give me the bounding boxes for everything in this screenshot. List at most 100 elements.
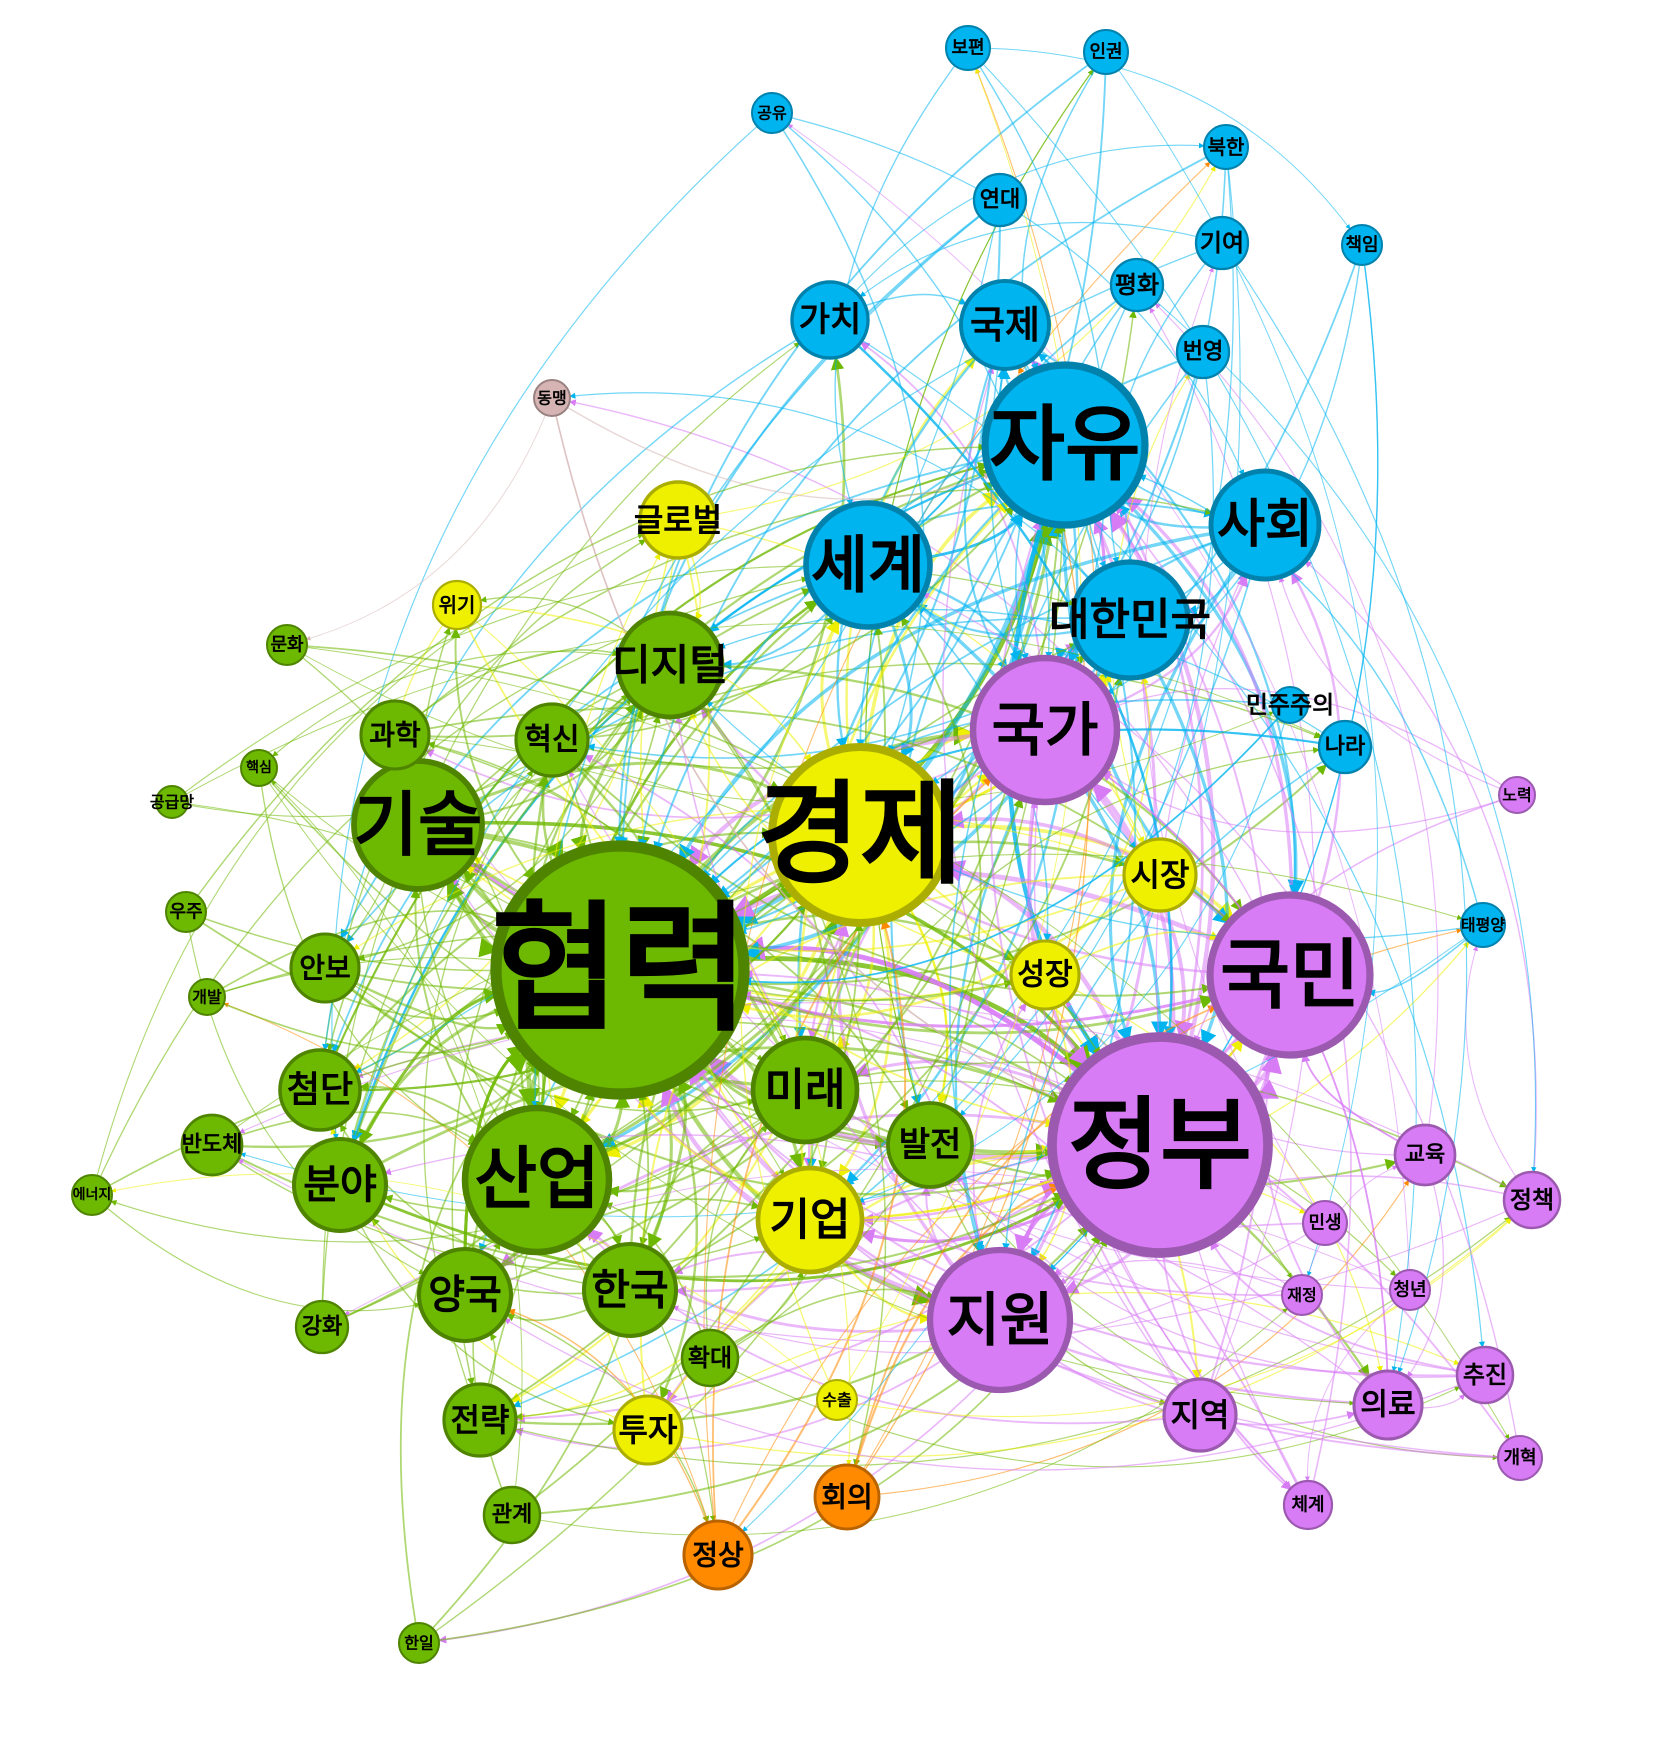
node-gyoyuk: 교육 <box>1393 1123 1457 1187</box>
edge-gwangye-haeksim <box>271 780 523 1516</box>
node-circle-mirae <box>750 1035 860 1145</box>
node-chaegim: 책임 <box>1341 224 1383 266</box>
edge-gaebal-hyeomnyeok <box>206 996 514 1054</box>
node-chegye: 체계 <box>1282 1479 1334 1531</box>
node-circle-bopyeon <box>945 25 991 71</box>
node-circle-gongyu <box>751 92 793 134</box>
edge-dongmaeng-munhwa <box>305 397 553 641</box>
edge-bandoche-sanup <box>211 1111 478 1146</box>
edge-nara-dijiteol <box>718 608 1346 748</box>
node-circle-segye <box>803 500 933 630</box>
node-circle-minsaeng <box>1302 1200 1348 1246</box>
node-gieop: 기업 <box>755 1165 865 1275</box>
node-minsaeng: 민생 <box>1302 1200 1348 1246</box>
node-jeollyak: 전략 <box>442 1382 518 1458</box>
node-circle-taepyeongyang <box>1460 902 1506 948</box>
node-circle-bunya <box>291 1136 389 1234</box>
node-jayu: 자유 <box>981 361 1149 529</box>
node-circle-chaegim <box>1341 224 1383 266</box>
node-circle-sahoe <box>1208 468 1322 582</box>
edge-hanil-hyeomnyeok <box>418 1091 650 1644</box>
edge-gaebal-hyeomnyeok <box>206 910 507 998</box>
node-bunya: 분야 <box>291 1136 389 1234</box>
edge-bukhan-gieop <box>848 146 1234 1186</box>
edge-dijiteol-haeksim <box>272 650 671 757</box>
node-circle-gachi <box>790 280 870 360</box>
node-suchul: 수출 <box>816 1379 858 1421</box>
node-hoeui: 회의 <box>813 1463 881 1531</box>
edge-jaejeong-hyeomnyeok <box>695 1067 1303 1297</box>
node-uju: 우주 <box>165 891 207 933</box>
node-hanguk: 한국 <box>581 1241 679 1339</box>
edge-gukje-gukga <box>963 324 1008 670</box>
node-nara: 나라 <box>1317 719 1373 775</box>
edge-eneoji-geullobeol <box>91 533 644 1196</box>
edge-noryeok-sahoe <box>1278 576 1518 796</box>
edge-jiwon-gyeongje <box>833 919 1002 1322</box>
edge-balijeon-jeollyak <box>515 1144 931 1420</box>
node-circle-hyeomnyeok <box>490 840 750 1100</box>
node-circle-noryeok <box>1498 776 1536 814</box>
node-mirae: 미래 <box>750 1035 860 1145</box>
node-jaejeong: 재정 <box>1281 1274 1323 1316</box>
node-circle-jiwon <box>926 1246 1074 1394</box>
edge-jiyeok-pyeonghwa <box>1149 307 1315 1416</box>
node-tuja: 투자 <box>612 1394 684 1466</box>
node-hyeoksin: 혁신 <box>514 702 590 778</box>
node-circle-nara <box>1317 719 1373 775</box>
node-hyeomnyeok: 협력 <box>490 840 750 1100</box>
edge-hyeoksin-gukmin <box>551 739 1212 997</box>
edge-gieop-jeollyak <box>515 1219 811 1421</box>
node-segye: 세계 <box>803 500 933 630</box>
node-circle-uiryo <box>1352 1369 1424 1441</box>
edge-gonggeupmang-daehanminguk <box>171 565 1075 803</box>
node-circle-gukga <box>969 654 1121 806</box>
edge-sanup-jeongchaek <box>536 1061 1508 1188</box>
edge-pyeonghwa-gyeongje <box>855 284 1138 748</box>
node-circle-suchul <box>816 1379 858 1421</box>
node-gisul: 기술 <box>351 758 485 892</box>
edge-giyeo-uiryo <box>1221 242 1468 1374</box>
edge-taepyeongyang-jayu <box>1138 474 1484 926</box>
node-seongjang: 성장 <box>1009 939 1081 1011</box>
node-sanup: 산업 <box>461 1104 613 1256</box>
node-circle-wigi <box>431 579 483 631</box>
node-balijeon: 발전 <box>886 1101 974 1189</box>
node-circle-dongmaeng <box>533 379 571 417</box>
edge-hyeoksin-segye <box>551 615 834 741</box>
node-bandoche: 반도체 <box>180 1113 244 1177</box>
node-gaebal: 개발 <box>188 978 226 1016</box>
edge-gongyu-gukga <box>771 112 1053 659</box>
node-cheomdan: 첨단 <box>278 1048 362 1132</box>
edge-minjujuui-hyeomnyeok <box>742 704 1291 986</box>
edge-gukmin-dijiteol <box>700 705 1291 977</box>
node-cheongnyeon: 청년 <box>1389 1269 1431 1311</box>
edge-jaejeong-jiwon <box>1059 1259 1303 1296</box>
node-circle-bukhan <box>1203 124 1249 170</box>
edge-beonyeong-balijeon <box>959 351 1215 1117</box>
edge-chujin-yangguk <box>503 1318 1486 1471</box>
node-jeongchaek: 정책 <box>1502 1170 1562 1230</box>
node-circle-pyeonghwa <box>1109 257 1165 313</box>
edge-hanil-hyeomnyeok <box>399 1059 536 1644</box>
edge-jeongchaek-bandoche <box>238 1002 1533 1201</box>
node-circle-jayu <box>981 361 1149 529</box>
node-circle-uju <box>165 891 207 933</box>
edge-cheongnyeon-ganghwa <box>344 1168 1411 1316</box>
edge-eneoji-yangguk <box>91 1194 421 1312</box>
node-circle-ganghwa <box>294 1299 350 1355</box>
node-circle-gonggeupmang <box>155 785 189 819</box>
edge-dongmaeng-jeongbu <box>551 397 1063 1102</box>
node-circle-jiyeok <box>1162 1377 1238 1453</box>
node-wigi: 위기 <box>431 579 483 631</box>
node-circle-sijang <box>1122 837 1198 913</box>
node-gukmin: 국민 <box>1206 891 1374 1059</box>
node-jiwon: 지원 <box>926 1246 1074 1394</box>
edge-daehanminguk-dongmaeng <box>569 392 1131 621</box>
node-circle-hyeoksin <box>514 702 590 778</box>
node-noryeok: 노력 <box>1498 776 1536 814</box>
node-circle-ingwon <box>1083 29 1129 75</box>
node-circle-anbo <box>289 932 361 1004</box>
node-circle-gaebal <box>188 978 226 1016</box>
